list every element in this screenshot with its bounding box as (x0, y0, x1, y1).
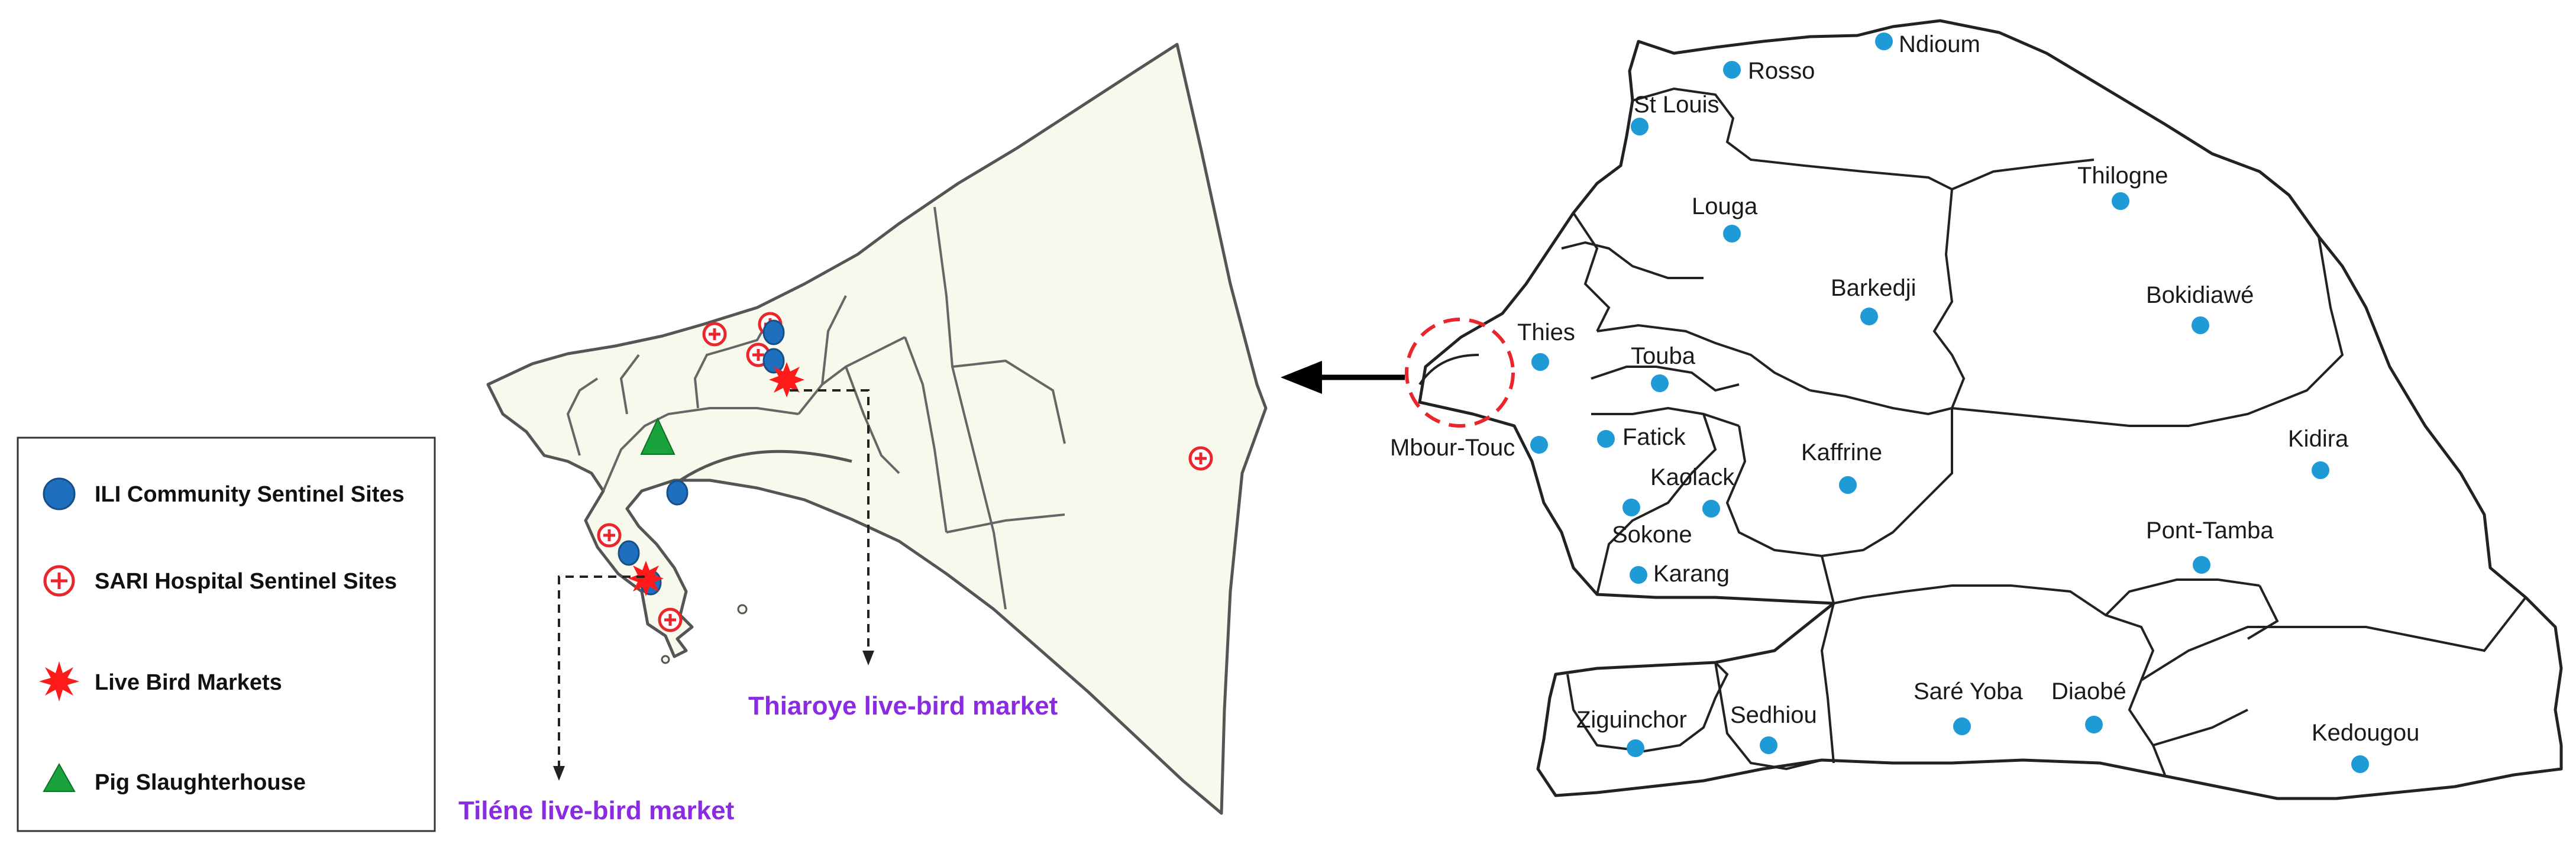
senegal-outline (1418, 19, 2563, 800)
site-dot-touba (1651, 374, 1669, 392)
site-dot-diaobe (2085, 716, 2103, 733)
site-dot-ndioum (1875, 33, 1893, 50)
site-label-kaolack: Kaolack (1650, 464, 1735, 490)
site-label-louga: Louga (1692, 193, 1758, 219)
site-label-karang: Karang (1653, 561, 1730, 587)
site-dot-mbour-touc (1530, 436, 1548, 454)
legend-label-slaughterhouse: Pig Slaughterhouse (95, 770, 306, 795)
site-label-barkedji: Barkedji (1831, 275, 1916, 301)
site-dot-st-louis (1631, 118, 1649, 135)
legend-label-markets: Live Bird Markets (95, 670, 282, 695)
dakar-highlight-circle (1405, 318, 1515, 428)
live-bird-market-thiaroye (769, 362, 804, 397)
site-label-st-louis: St Louis (1634, 92, 1720, 118)
site-label-bokidiawe: Bokidiawé (2146, 282, 2254, 308)
legend-label-sari: SARI Hospital Sentinel Sites (95, 569, 397, 594)
map-legend: ILI Community Sentinel Sites SARI Hospit… (17, 437, 436, 832)
dakar-land (486, 43, 1268, 815)
ili-site-4 (618, 540, 640, 566)
site-dot-kedougou (2351, 755, 2369, 773)
site-dot-kaolack (1702, 500, 1720, 518)
site-label-sokone: Sokone (1612, 522, 1692, 548)
site-dot-louga (1723, 225, 1741, 243)
senegal-sentinel-sites: Ndioum Rosso St Louis Louga Thilogne Bar… (1390, 31, 2419, 773)
pig-slaughterhouse (640, 417, 675, 455)
site-dot-barkedji (1860, 308, 1878, 325)
dakar-region-map: Thiaroye live-bird market Tiléne live-bi… (458, 43, 1268, 825)
sari-site-5 (658, 607, 683, 632)
site-label-sare-yoba: Saré Yoba (1914, 678, 2023, 704)
site-dot-rosso (1723, 61, 1741, 79)
thiaroye-leader-line (790, 389, 870, 657)
island (661, 655, 670, 664)
site-dot-sokone (1622, 499, 1640, 516)
site-label-kedougou: Kedougou (2312, 720, 2419, 746)
region-boundaries (1561, 87, 2527, 775)
site-dot-fatick (1597, 430, 1615, 448)
sari-site-4 (597, 523, 622, 548)
thiaroye-arrowhead (862, 651, 874, 665)
site-label-thilogne: Thilogne (2077, 163, 2168, 189)
tilene-leader-line (558, 576, 645, 772)
ili-site-1 (762, 319, 785, 345)
site-dot-ziguinchor (1627, 739, 1644, 757)
site-dot-bokidiawe (2192, 316, 2209, 334)
site-label-kaffrine: Kaffrine (1801, 439, 1882, 465)
senegal-map: Ndioum Rosso St Louis Louga Thilogne Bar… (1390, 19, 2563, 800)
site-label-diaobe: Diaobé (2051, 678, 2126, 704)
dakar-peninsula (1418, 354, 1479, 386)
district-boundaries (566, 206, 1066, 610)
live-bird-market-tilene (628, 561, 664, 596)
coastline (679, 450, 852, 482)
site-label-rosso: Rosso (1748, 58, 1815, 84)
ili-site-2 (762, 348, 785, 374)
site-label-touba: Touba (1631, 343, 1696, 369)
site-label-mbour-touc: Mbour-Touc (1390, 435, 1515, 461)
blue-circle-icon (43, 477, 76, 510)
site-label-thies: Thies (1517, 319, 1575, 345)
site-dot-thilogne (2112, 192, 2129, 210)
tilene-market-label: Tiléne live-bird market (458, 796, 735, 825)
site-dot-sare-yoba (1953, 717, 1971, 735)
island (737, 604, 748, 615)
legend-box (17, 437, 436, 832)
thiaroye-market-label: Thiaroye live-bird market (748, 691, 1058, 720)
green-triangle-icon (43, 762, 76, 792)
site-label-sedhiou: Sedhiou (1730, 702, 1817, 728)
site-dot-kaffrine (1839, 476, 1857, 494)
site-dot-sedhiou (1760, 736, 1777, 754)
site-label-kidira: Kidira (2288, 426, 2349, 452)
site-label-pont-tamba: Pont-Tamba (2146, 518, 2274, 544)
site-label-fatick: Fatick (1622, 424, 1686, 450)
tilene-arrowhead (553, 766, 565, 781)
red-star-icon (39, 661, 79, 701)
site-dot-pont-tamba (2193, 556, 2210, 574)
site-dot-kidira (2312, 461, 2329, 479)
site-label-ziguinchor: Ziguinchor (1576, 707, 1687, 733)
sari-site-6 (1188, 446, 1213, 471)
site-dot-karang (1630, 566, 1647, 584)
site-label-ndioum: Ndioum (1899, 31, 1980, 57)
ili-site-3 (666, 480, 689, 506)
sari-site-1 (702, 322, 727, 347)
zoom-arrow (1281, 361, 1405, 394)
red-cross-circle-icon (43, 565, 75, 597)
site-dot-thies (1531, 353, 1549, 371)
legend-label-ili: ILI Community Sentinel Sites (95, 482, 405, 507)
